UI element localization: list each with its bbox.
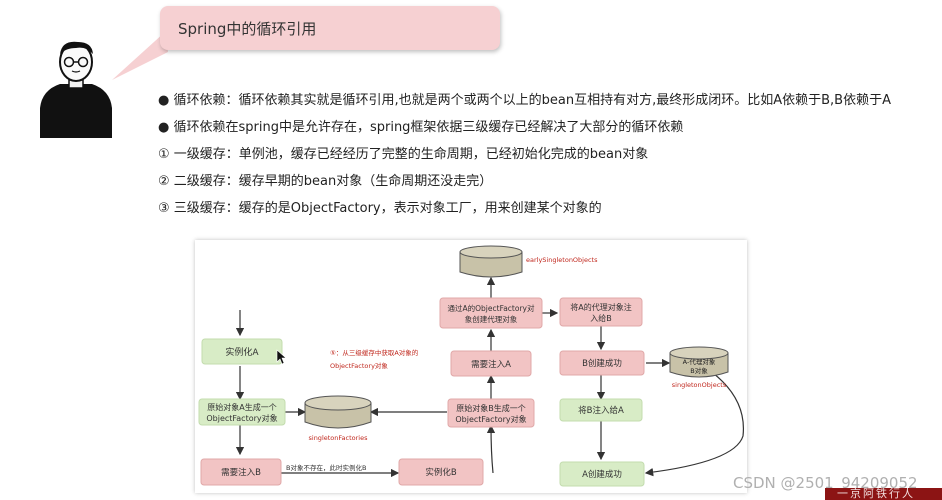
a-created-node: A创建成功 bbox=[559, 461, 645, 487]
node-label: ObjectFactory对象 bbox=[206, 413, 277, 423]
presenter-avatar bbox=[38, 38, 114, 138]
step5-annotation: ObjectFactory对象 bbox=[330, 361, 388, 370]
cache-label: earlySingletonObjects bbox=[526, 256, 598, 264]
node-label: 需要注入A bbox=[471, 359, 511, 370]
bullet-marker: ● bbox=[158, 120, 170, 135]
node-label: 通过A的ObjectFactory对 bbox=[448, 303, 535, 313]
need-inject-a-node: 需要注入A bbox=[450, 350, 532, 377]
number-marker: ① bbox=[158, 147, 170, 162]
corner-banner bbox=[825, 488, 942, 500]
node-label: 原始对象A生成一个 bbox=[207, 402, 276, 412]
cache-content: B对象 bbox=[690, 366, 708, 375]
b-created-node: B创建成功 bbox=[559, 350, 645, 376]
title-bubble: Spring中的循环引用 bbox=[160, 6, 500, 50]
singleton-factories-cache: singletonFactories bbox=[304, 395, 372, 442]
bullet-marker: ● bbox=[158, 93, 170, 108]
corner-banner-text: 一京阿铁行人 bbox=[837, 487, 915, 500]
node-label: ObjectFactory对象 bbox=[455, 414, 526, 424]
node-label: 需要注入B bbox=[221, 467, 261, 478]
inject-proxy-into-b-node: 将A的代理对象注 入给B bbox=[559, 297, 643, 327]
cache-label: singletonFactories bbox=[309, 434, 369, 442]
node-label: 原始对象B生成一个 bbox=[456, 403, 526, 413]
raw-a-factory-node: 原始对象A生成一个 ObjectFactory对象 bbox=[198, 398, 286, 426]
raw-b-factory-node: 原始对象B生成一个 ObjectFactory对象 bbox=[447, 398, 535, 428]
need-inject-b-node: 需要注入B bbox=[200, 458, 282, 486]
bubble-tail bbox=[112, 32, 168, 80]
node-label: 将B注入给A bbox=[578, 405, 624, 416]
cache-content: A-代理对象 bbox=[683, 357, 716, 366]
early-singleton-objects-cache: earlySingletonObjects bbox=[459, 245, 598, 278]
instantiate-a-node: 实例化A bbox=[201, 338, 283, 365]
cache-text: 三级缓存：缓存的是ObjectFactory，表示对象工厂，用来创建某个对象的 bbox=[173, 201, 602, 216]
cache-line-3: ③ 三级缓存：缓存的是ObjectFactory，表示对象工厂，用来创建某个对象… bbox=[158, 197, 602, 216]
bullet-line-1: ● 循环依赖：循环依赖其实就是循环引用,也就是两个或两个以上的bean互相持有对… bbox=[158, 89, 891, 108]
flow-arrows bbox=[235, 276, 745, 478]
cache-text: 二级缓存：缓存早期的bean对象（生命周期还没走完） bbox=[173, 174, 493, 189]
node-label: 象创建代理对象 bbox=[465, 314, 518, 324]
node-label: 实例化A bbox=[225, 346, 259, 358]
singleton-objects-cache: A-代理对象 B对象 singletonObjects bbox=[669, 346, 729, 389]
step5-annotation: ⑤：从三级缓存中获取A对象的 bbox=[330, 348, 419, 357]
number-marker: ③ bbox=[158, 201, 170, 216]
number-marker: ② bbox=[158, 174, 170, 189]
node-label: A创建成功 bbox=[582, 469, 622, 480]
diagram-canvas: 实例化A 原始对象A生成一个 ObjectFactory对象 将B注入给A A创… bbox=[198, 245, 745, 487]
cache-label: singletonObjects bbox=[672, 381, 727, 389]
cache-line-1: ① 一级缓存：单例池，缓存已经经历了完整的生命周期，已经初始化完成的bean对象 bbox=[158, 143, 648, 162]
instantiate-b-node: 实例化B bbox=[398, 458, 484, 486]
node-label: 实例化B bbox=[425, 467, 457, 478]
cache-text: 一级缓存：单例池，缓存已经经历了完整的生命周期，已经初始化完成的bean对象 bbox=[173, 147, 649, 162]
node-label: B创建成功 bbox=[582, 358, 622, 369]
node-label: 入给B bbox=[590, 313, 612, 323]
b-not-exist-annotation: B对象不存在，此时实例化B bbox=[286, 463, 366, 472]
circular-reference-diagram: 实例化A 原始对象A生成一个 ObjectFactory对象 将B注入给A A创… bbox=[195, 240, 747, 493]
cursor-icon bbox=[276, 349, 287, 365]
node-label: 将A的代理对象注 bbox=[570, 302, 631, 312]
inject-b-into-a-node: 将B注入给A bbox=[559, 398, 643, 422]
watermark: CSDN @2501_94209052 bbox=[733, 474, 918, 492]
bullet-text: 循环依赖：循环依赖其实就是循环引用,也就是两个或两个以上的bean互相持有对方,… bbox=[173, 93, 891, 108]
bullet-text: 循环依赖在spring中是允许存在，spring框架依据三级缓存已经解决了大部分… bbox=[173, 120, 684, 135]
bullet-line-2: ● 循环依赖在spring中是允许存在，spring框架依据三级缓存已经解决了大… bbox=[158, 116, 683, 135]
cache-line-2: ② 二级缓存：缓存早期的bean对象（生命周期还没走完） bbox=[158, 170, 492, 189]
create-proxy-node: 通过A的ObjectFactory对 象创建代理对象 bbox=[439, 297, 543, 329]
page-title: Spring中的循环引用 bbox=[178, 20, 317, 38]
